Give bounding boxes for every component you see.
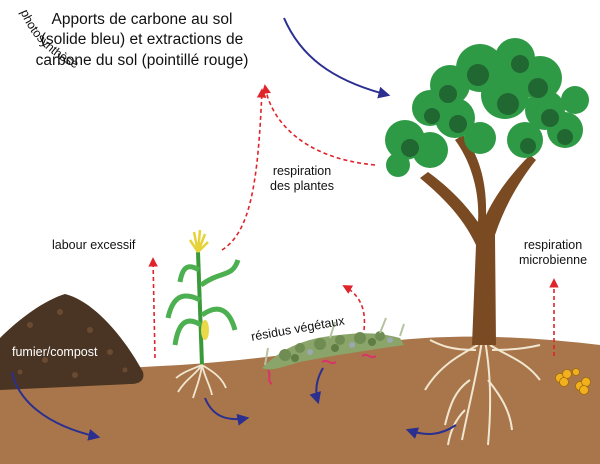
plant-residues bbox=[262, 317, 405, 370]
plant-respiration-arrow bbox=[261, 84, 376, 166]
soil-ground bbox=[0, 336, 600, 464]
tillage-label: labour excessif bbox=[52, 238, 136, 252]
tree-canopy bbox=[385, 38, 589, 177]
title-line-2: (solide bleu) et extractions de bbox=[40, 31, 244, 49]
compost-pile bbox=[0, 294, 144, 390]
corn-roots bbox=[175, 364, 227, 399]
title-line-1: Apports de carbone au sol bbox=[51, 11, 233, 28]
tree-root-input-arrow bbox=[405, 424, 457, 439]
microbes bbox=[555, 368, 591, 395]
plant-respiration-line-1: respiration bbox=[272, 164, 332, 178]
photosynthesis-label: photosynthèse bbox=[18, 7, 81, 71]
tree-trunk bbox=[420, 135, 536, 345]
corn-respiration-arrow bbox=[221, 88, 267, 251]
residue-input-arrow bbox=[309, 367, 324, 405]
photosynthesis-arrow bbox=[283, 17, 391, 99]
compost-texture bbox=[17, 309, 128, 378]
microbial-respiration-line-2: microbienne bbox=[518, 253, 588, 267]
microbial-respiration-label: respiration microbienne bbox=[510, 238, 596, 268]
diagram-title: Apports de carbone au sol (solide bleu) … bbox=[8, 10, 276, 71]
microbial-respiration-line-1: respiration bbox=[523, 238, 583, 252]
title-line-3: carbone du sol (pointillé rouge) bbox=[35, 51, 249, 69]
carbon-extraction-arrows bbox=[148, 84, 559, 359]
plant-respiration-line-2: des plantes bbox=[270, 179, 334, 193]
tillage-arrow bbox=[148, 257, 158, 359]
photosynthesis-label-curve: photosynthèse bbox=[18, 7, 81, 71]
svg-text:photosynthèse: photosynthèse bbox=[18, 7, 81, 71]
carbon-input-arrows bbox=[11, 17, 457, 441]
earthworms bbox=[267, 353, 377, 385]
compost-label: fumier/compost bbox=[12, 345, 98, 359]
corn-root-input-arrow bbox=[204, 397, 250, 426]
compost-input-arrow bbox=[11, 371, 101, 441]
plant-respiration-label: respiration des plantes bbox=[258, 164, 346, 194]
corn-plant bbox=[165, 229, 241, 366]
